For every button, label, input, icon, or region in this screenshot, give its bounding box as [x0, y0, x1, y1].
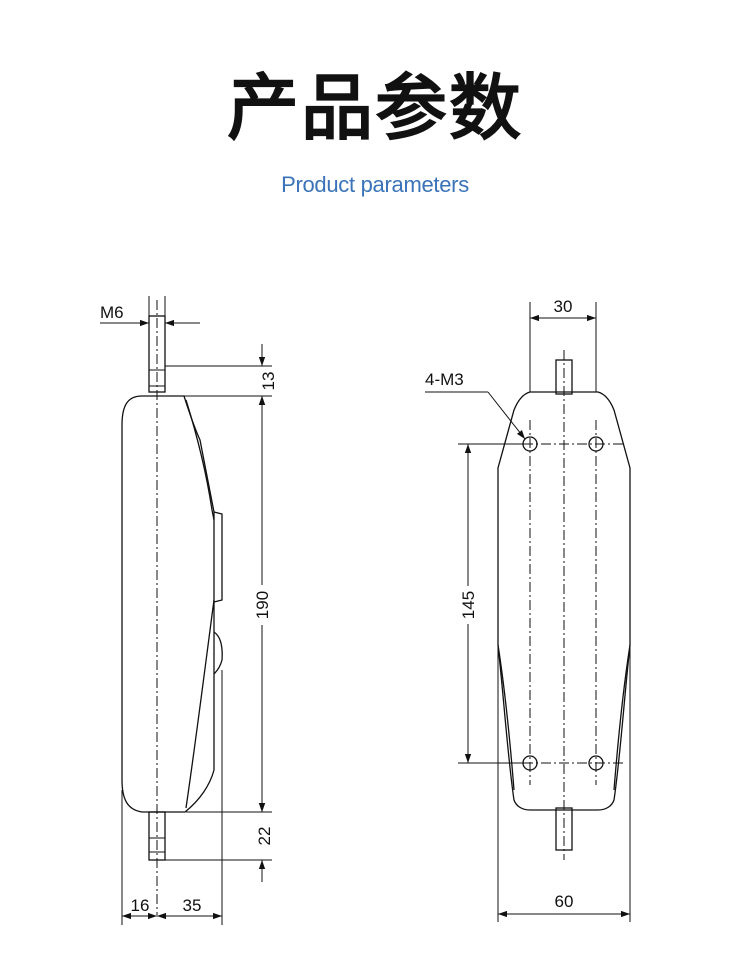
side-body-outline — [121, 395, 215, 813]
mount-hole-top-right — [588, 436, 604, 452]
page-title: 产品参数 — [226, 66, 523, 150]
hole-spec-label: 4-M3 — [425, 370, 464, 389]
top-width-label: 30 — [554, 297, 573, 316]
page-subtitle: Product parameters — [281, 172, 469, 197]
front-view: 30 4-M3 145 60 — [425, 297, 631, 922]
thread-size-label: M6 — [100, 303, 124, 322]
side-button — [213, 511, 223, 603]
body-depth-label: 35 — [183, 896, 202, 915]
body-length-label: 190 — [253, 591, 272, 619]
bottom-width-label: 60 — [555, 892, 574, 911]
bottom-stud-length-label: 22 — [255, 827, 274, 846]
hole-spacing-label: 145 — [459, 591, 478, 619]
stud-offset-label: 16 — [131, 896, 150, 915]
mount-hole-bottom-right — [588, 755, 604, 771]
top-stud-length-label: 13 — [259, 372, 278, 391]
side-view: M6 13 190 22 16 35 — [100, 296, 278, 925]
